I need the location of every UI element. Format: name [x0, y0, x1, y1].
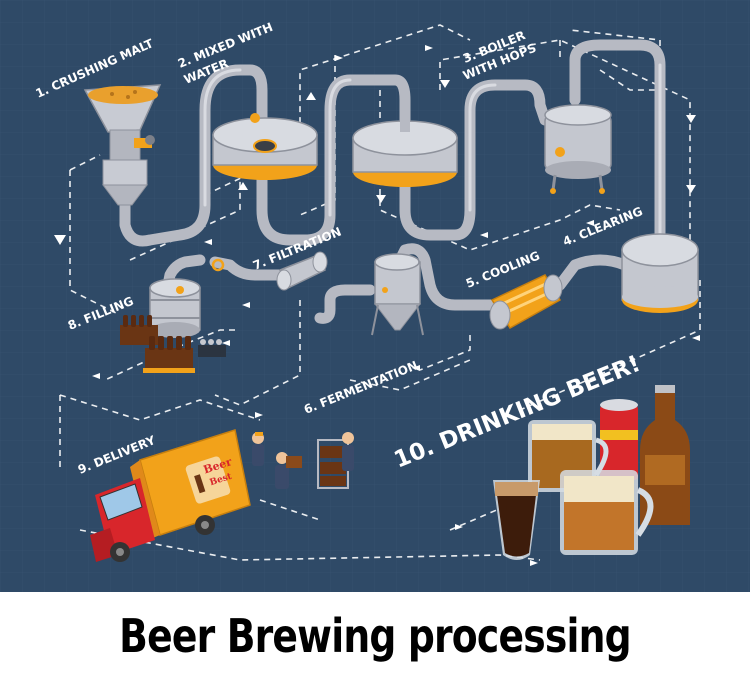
caption-title: Beer Brewing processing — [119, 609, 631, 663]
brewing-process-diagram: Beer Best 1. CRUSHING — [0, 0, 750, 592]
mash-tun — [213, 113, 317, 180]
clearing-tank — [622, 234, 698, 313]
caption-bar: Beer Brewing processing — [0, 592, 750, 680]
